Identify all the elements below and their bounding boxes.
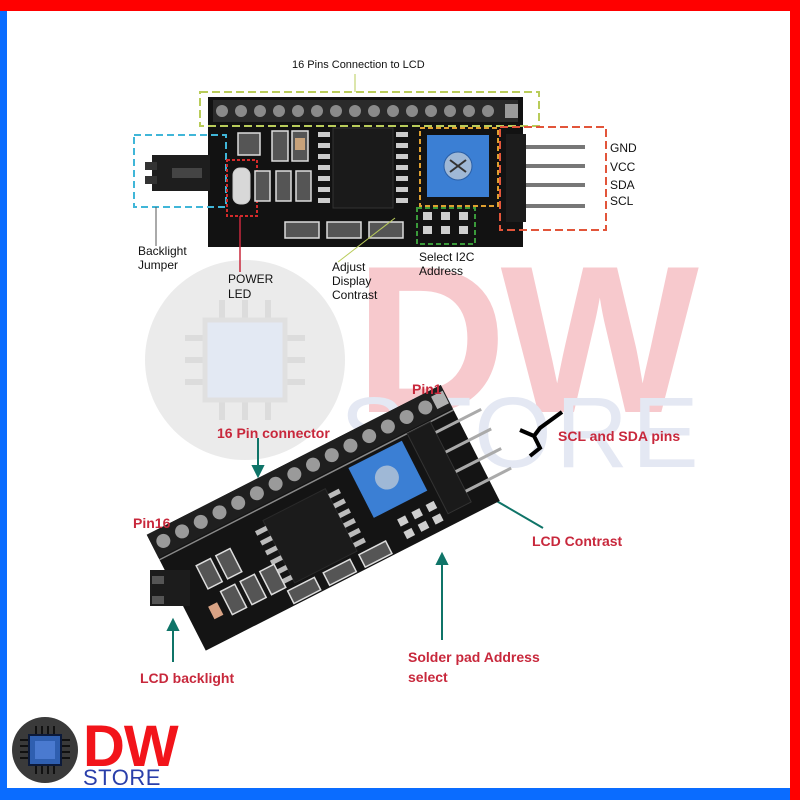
frame-bottom-border [0,788,790,800]
lcd-pins-title: 16 Pins Connection to LCD [292,59,425,71]
i2c-4-pin-header [506,134,585,222]
potentiometer-highlight-box [419,127,499,207]
backlight-jumper [145,155,210,191]
solder-pad-label-line1: Solder pad Address [408,649,540,665]
pin16-label: Pin16 [133,515,171,531]
address-solder-pads [423,212,468,234]
frame-right-border [790,0,800,800]
i2c-address-label-line2: Address [419,264,464,278]
i2c-header-highlight-box [499,126,607,231]
solder-pad-label-line2: select [408,669,448,685]
pin-label-scl: SCL [610,194,634,208]
lcd-backlight-label: LCD backlight [140,670,235,686]
pin-label-gnd: GND [610,141,637,155]
address-pads-highlight-box [416,207,476,245]
i2c-address-label-line1: Select I2C [419,250,475,264]
power-led-label-line2: LED [228,287,252,301]
sixteen-pin-connector-label: 16 Pin connector [217,425,330,441]
pcf8574-ic [318,127,408,209]
frame-top-border [0,0,800,11]
potentiometer [427,135,489,197]
top-16-pin-header [213,100,518,122]
scl-sda-bracket-mark [519,410,564,458]
backlight-jumper-label-line2: Jumper [138,258,179,272]
store-logo-subtext: STORE [83,765,161,790]
scl-sda-pins-label: SCL and SDA pins [558,428,681,444]
power-led [232,167,251,205]
lcd-pins-highlight-box [199,91,540,127]
pin-label-sda: SDA [610,178,635,192]
pin1-label: Pin1 [412,381,442,397]
frame-left-border [0,11,7,800]
contrast-label-line1: Adjust [332,260,366,274]
lcd-contrast-label: LCD Contrast [532,533,623,549]
contrast-label-line3: Contrast [332,288,378,302]
backlight-jumper-label-line1: Backlight [138,244,187,258]
store-logo-brand: DW [83,714,179,779]
pin-label-vcc: VCC [610,160,636,174]
power-led-label-line1: POWER [228,272,274,286]
contrast-label-line2: Display [332,274,372,288]
